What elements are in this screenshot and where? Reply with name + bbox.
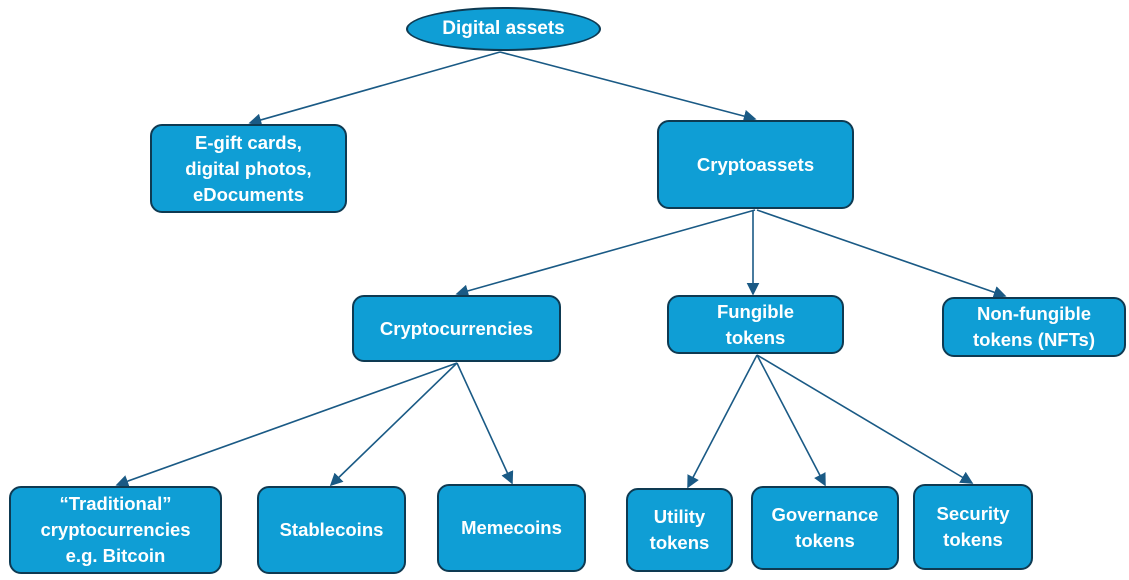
edge-cryptocurrencies-stablecoins — [329, 362, 458, 487]
edge-cryptocurrencies-traditional — [115, 362, 458, 488]
edge-fungible-security — [756, 354, 974, 484]
node-memecoins: Memecoins — [437, 484, 586, 572]
node-fungible-tokens: Fungible tokens — [667, 295, 844, 354]
node-digital-assets: Digital assets — [406, 7, 601, 51]
edge-cryptoassets-nft — [756, 209, 1007, 299]
edge-fungible-utility — [687, 354, 758, 489]
node-cryptoassets: Cryptoassets — [657, 120, 854, 209]
edge-cryptocurrencies-memecoins — [456, 362, 514, 485]
node-nft: Non-fungible tokens (NFTs) — [942, 297, 1126, 357]
node-utility-tokens: Utility tokens — [626, 488, 733, 572]
edge-root-other — [248, 51, 501, 127]
edge-cryptoassets-cryptocurrencies — [455, 209, 756, 298]
edge-root-cryptoassets — [499, 51, 757, 123]
node-other-digital-assets: E-gift cards, digital photos, eDocuments — [150, 124, 347, 213]
node-traditional-cryptocurrencies: “Traditional” cryptocurrencies e.g. Bitc… — [9, 486, 222, 574]
node-stablecoins: Stablecoins — [257, 486, 406, 574]
node-security-tokens: Security tokens — [913, 484, 1033, 570]
node-governance-tokens: Governance tokens — [751, 486, 899, 570]
node-cryptocurrencies: Cryptocurrencies — [352, 295, 561, 362]
edge-fungible-governance — [756, 354, 826, 487]
